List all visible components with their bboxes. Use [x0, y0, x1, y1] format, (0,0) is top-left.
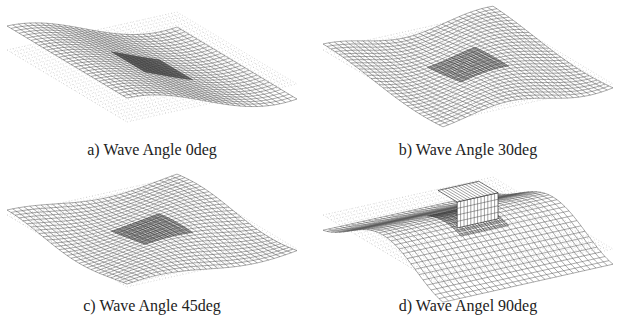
figure-caption: c) Wave Angle 45deg: [2, 296, 302, 316]
figure-caption: d) Wave Angel 90deg: [318, 296, 618, 316]
figure-caption: a) Wave Angle 0deg: [2, 140, 302, 160]
mesh-panel: [323, 6, 613, 127]
mesh-panel: [7, 12, 297, 122]
floating-box: [438, 181, 498, 228]
mesh-panel: [323, 177, 613, 302]
mesh-panel: [7, 174, 297, 287]
figure-caption: b) Wave Angle 30deg: [318, 140, 618, 160]
